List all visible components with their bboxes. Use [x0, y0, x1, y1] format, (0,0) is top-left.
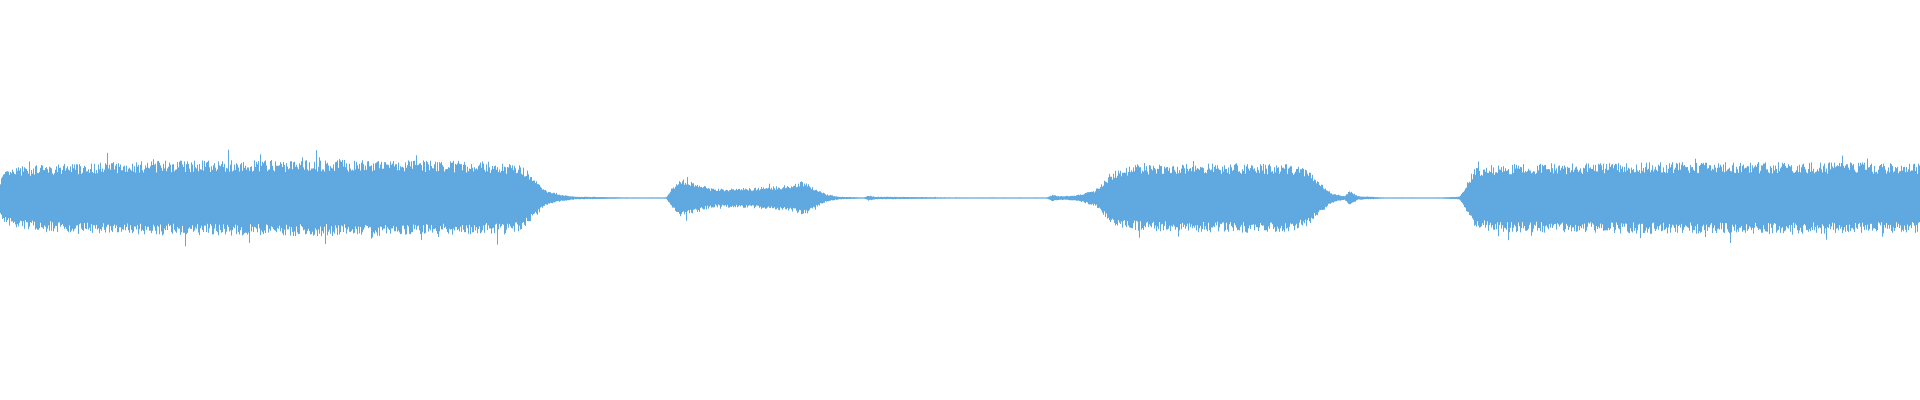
waveform-channel: [0, 149, 1920, 247]
